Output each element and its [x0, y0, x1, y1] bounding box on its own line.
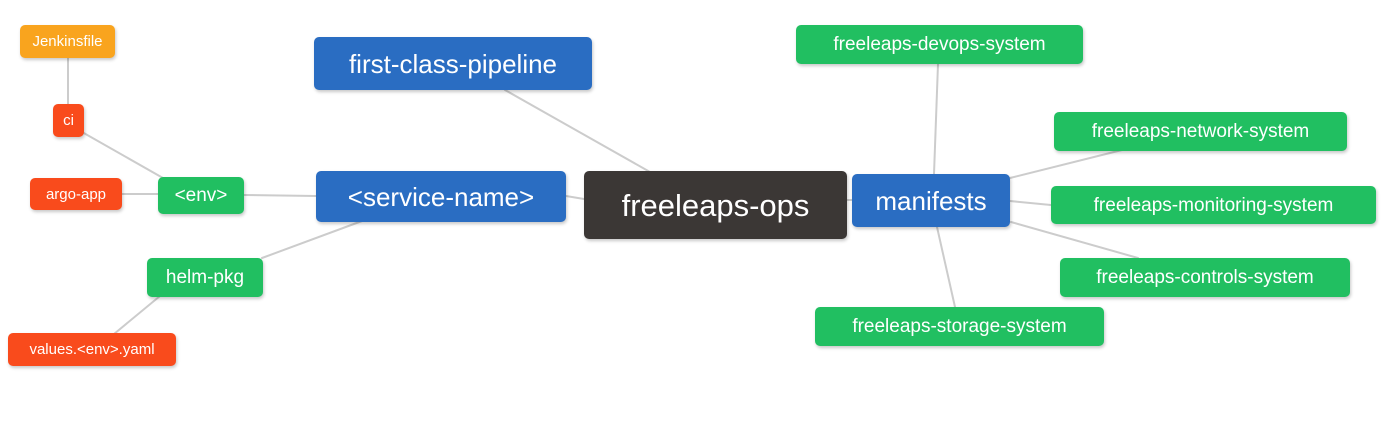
node-ci[interactable]: ci — [53, 104, 84, 137]
edge-helm-pkg--values-env-yaml — [113, 295, 161, 335]
edge-manifests--freeleaps-storage-system — [936, 226, 956, 308]
node-jenkinsfile[interactable]: Jenkinsfile — [20, 25, 115, 58]
edge-manifests--freeleaps-monitoring-system — [1009, 200, 1052, 206]
edge-manifests--freeleaps-network-system — [1009, 149, 1123, 179]
edge-service-name--freeleaps-ops — [565, 195, 585, 200]
node-manifests[interactable]: manifests — [852, 174, 1010, 227]
edge-ci--env — [81, 131, 171, 183]
node-values-env-yaml[interactable]: values.<env>.yaml — [8, 333, 176, 366]
edge-env--service-name — [243, 194, 317, 197]
node-freeleaps-controls-system[interactable]: freeleaps-controls-system — [1060, 258, 1350, 297]
node-argo-app[interactable]: argo-app — [30, 178, 122, 210]
node-freeleaps-storage-system[interactable]: freeleaps-storage-system — [815, 307, 1104, 346]
edge-first-class-pipeline--freeleaps-ops — [504, 89, 651, 173]
node-freeleaps-devops-system[interactable]: freeleaps-devops-system — [796, 25, 1083, 64]
node-freeleaps-network-system[interactable]: freeleaps-network-system — [1054, 112, 1347, 151]
node-freeleaps-ops[interactable]: freeleaps-ops — [584, 171, 847, 239]
node-service-name[interactable]: <service-name> — [316, 171, 566, 222]
edge-manifests--freeleaps-controls-system — [1010, 221, 1139, 259]
node-first-class-pipeline[interactable]: first-class-pipeline — [314, 37, 592, 90]
node-helm-pkg[interactable]: helm-pkg — [147, 258, 263, 297]
edge-helm-pkg--service-name — [261, 220, 363, 259]
edge-manifests--freeleaps-devops-system — [933, 63, 939, 175]
node-freeleaps-monitoring-system[interactable]: freeleaps-monitoring-system — [1051, 186, 1376, 224]
node-env[interactable]: <env> — [158, 177, 244, 214]
